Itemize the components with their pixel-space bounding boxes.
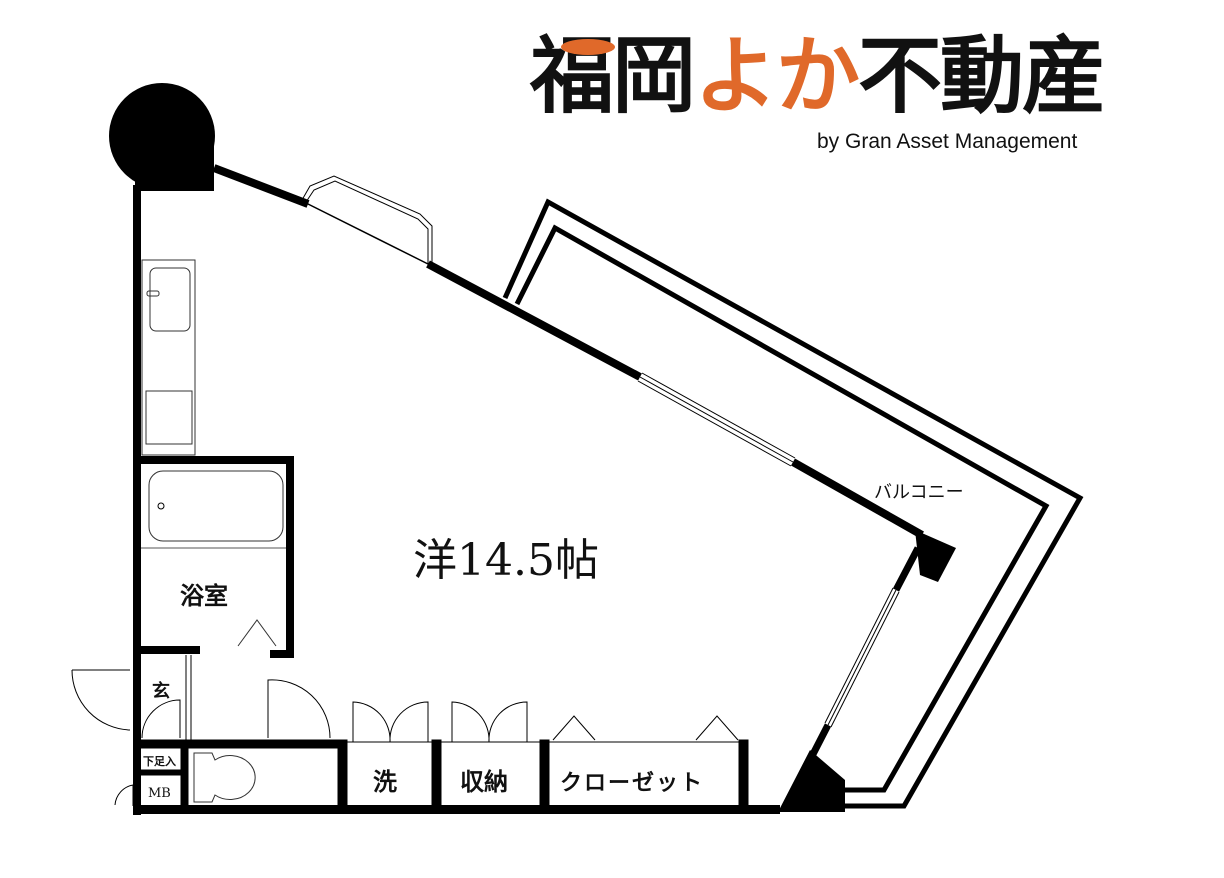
toilet-icon — [193, 752, 256, 803]
room-label-main: 洋14.5帖 — [413, 535, 599, 586]
kitchen-sink-icon — [149, 267, 191, 332]
logo-subtitle: by Gran Asset Management — [817, 130, 1078, 153]
room-label-closet: クローゼット — [560, 771, 705, 796]
logo-part-yoka: よか — [694, 27, 860, 125]
room-label-shoe-storage: 下足入 — [143, 755, 176, 768]
room-label-storage: 収納 — [460, 768, 508, 796]
room-label-laundry: 洗 — [373, 768, 397, 796]
room-label-balcony: バルコニー — [874, 482, 964, 503]
stove-icon — [145, 390, 193, 445]
room-label-bathroom: 浴室 — [180, 582, 228, 610]
logo-part-fudosan: 不動産 — [858, 27, 1106, 125]
room-label-entrance: 玄 — [152, 681, 170, 702]
bathtub-icon — [148, 470, 284, 542]
room-label-meter-box: MB — [148, 786, 171, 801]
